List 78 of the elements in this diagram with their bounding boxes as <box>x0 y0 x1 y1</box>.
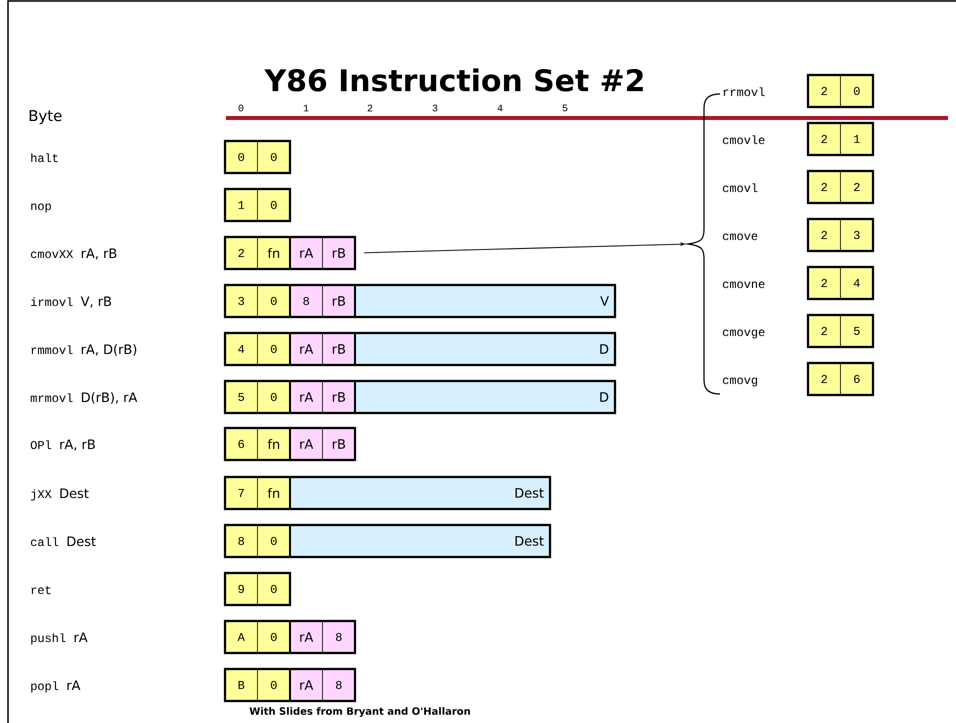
encoding-box <box>224 572 292 606</box>
mnemonic: rmmovl <box>32 345 73 354</box>
encoding-box <box>224 188 292 222</box>
code-cell: 0 <box>257 284 290 318</box>
code-cell: 0 <box>257 524 290 558</box>
encoding-box <box>224 476 552 510</box>
encoding-box <box>806 218 874 252</box>
register-cell: rB <box>322 332 356 366</box>
byte-number: 0 <box>238 104 244 112</box>
operand-list: Dest <box>60 488 89 498</box>
register-cell: rB <box>322 428 356 460</box>
mnemonic: nop <box>31 204 51 212</box>
code-cell: 4 <box>840 266 874 300</box>
code-cell: 0 <box>257 380 290 414</box>
code-cell: fn <box>257 428 290 460</box>
mnemonic: irmovl <box>31 297 73 306</box>
register-cell: rB <box>322 284 356 318</box>
byte-number: 1 <box>304 104 309 112</box>
code-cell: fn <box>257 476 290 510</box>
code-cell: 0 <box>257 188 290 222</box>
register-cell: 8 <box>322 668 356 702</box>
constant-field: Dest <box>290 476 550 510</box>
code-cell: 3 <box>840 218 874 252</box>
encoding-box <box>806 266 874 300</box>
mnemonic: cmovXX <box>30 250 74 258</box>
encoding-box <box>806 74 874 108</box>
code-cell: 0 <box>257 572 290 606</box>
mnemonic: call <box>30 537 58 546</box>
title: Y86 Instruction Set #2 <box>264 68 643 92</box>
encoding-box <box>224 524 552 558</box>
operand-list: rA <box>67 680 80 690</box>
constant-field: Dest <box>290 524 550 558</box>
encoding-box <box>224 668 356 702</box>
byte-number: 5 <box>562 104 568 112</box>
operand-list: rA, rB <box>60 440 95 450</box>
encoding-box <box>806 170 874 204</box>
register-cell: rB <box>322 380 356 414</box>
constant-field: D <box>354 380 616 414</box>
operand-list: rA <box>74 632 88 642</box>
mnemonic: mrmovl <box>30 393 73 402</box>
encoding-box <box>224 236 356 270</box>
operand-list: D(rB), rA <box>82 392 138 404</box>
credit-note: With Slides from Bryant and O'Hallaron <box>250 707 470 717</box>
encoding-box <box>224 284 616 318</box>
operand-list: rA, rB <box>82 248 116 260</box>
encoding-box <box>224 620 356 654</box>
mnemonic: OPl <box>30 440 52 450</box>
mnemonic: rrmovl <box>724 87 765 96</box>
encoding-box <box>806 122 874 156</box>
register-cell: rB <box>322 236 356 270</box>
operand-list: Dest <box>68 536 96 546</box>
mnemonic: halt <box>31 153 58 162</box>
byte-number: 4 <box>498 104 502 112</box>
code-cell: 0 <box>257 620 290 654</box>
encoding-box <box>224 332 616 366</box>
code-cell: 6 <box>840 362 874 396</box>
operand-list: V, rB <box>80 296 112 308</box>
mnemonic: pushl <box>31 633 66 644</box>
encoding-box <box>224 426 356 462</box>
axis-label: Byte <box>30 110 62 124</box>
register-cell: 8 <box>322 620 356 654</box>
code-cell: fn <box>257 236 290 270</box>
encoding-box <box>806 362 874 396</box>
code-cell: 5 <box>840 314 874 348</box>
code-cell: 0 <box>257 668 290 702</box>
encoding-box <box>224 140 292 174</box>
mnemonic: popl <box>31 681 58 692</box>
curly-brace <box>687 93 720 395</box>
encoding-box <box>224 380 616 414</box>
byte-number: 3 <box>432 104 438 112</box>
mnemonic: jXX <box>30 489 52 500</box>
constant-field: V <box>354 284 616 318</box>
code-cell: 0 <box>257 332 290 366</box>
operand-list: rA, D(rB) <box>82 344 136 356</box>
mnemonic: ret <box>32 586 50 594</box>
encoding-box <box>806 314 874 348</box>
constant-field: D <box>354 332 616 366</box>
byte-number: 2 <box>368 104 372 112</box>
